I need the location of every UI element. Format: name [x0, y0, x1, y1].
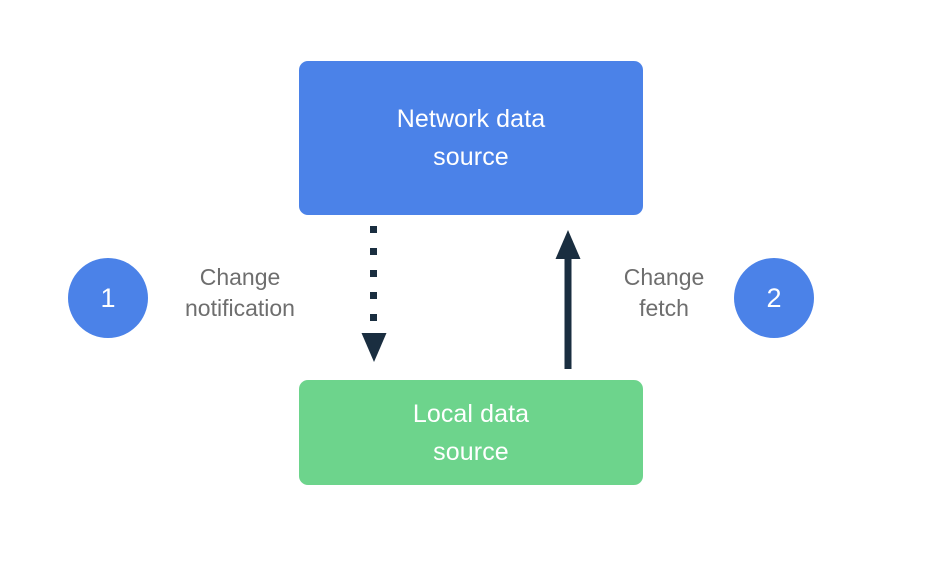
- step-badge-1[interactable]: 1: [68, 258, 148, 338]
- node-local-data-source-label: Local data source: [412, 399, 530, 466]
- step-badge-2[interactable]: 2: [734, 258, 814, 338]
- node-local-data-source[interactable]: Local data source: [299, 380, 643, 485]
- step-badge-2-number: 2: [766, 282, 782, 313]
- node-network-data-source[interactable]: Network data source: [299, 61, 643, 215]
- node-network-data-source-label: Network data source: [396, 105, 546, 171]
- edge-label-change-notification: Change notification: [185, 264, 295, 321]
- step-badge-1-number: 1: [100, 282, 116, 313]
- edge-label-change-fetch: Change fetch: [623, 264, 705, 321]
- change-notification-arrow-icon: [361, 226, 387, 362]
- change-fetch-arrow-icon: [555, 230, 581, 369]
